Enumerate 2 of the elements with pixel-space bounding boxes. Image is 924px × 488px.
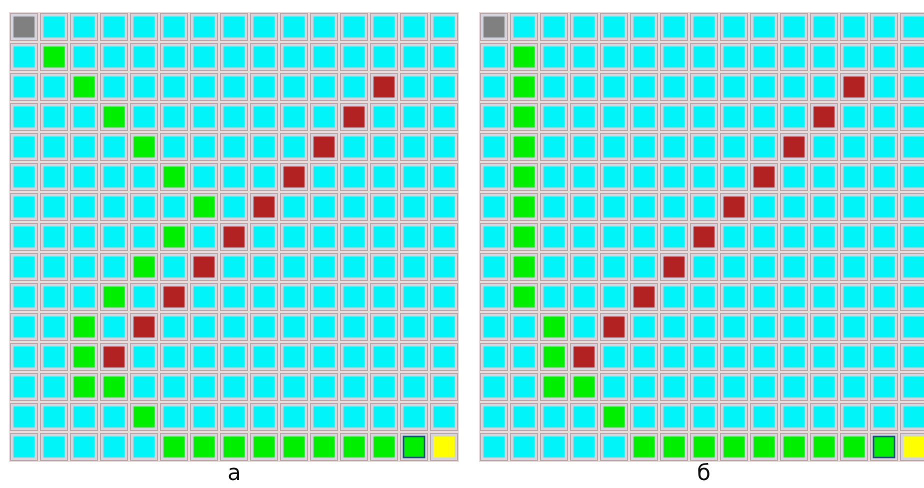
panel-label: а (228, 462, 241, 486)
panel-label: б (697, 462, 711, 486)
